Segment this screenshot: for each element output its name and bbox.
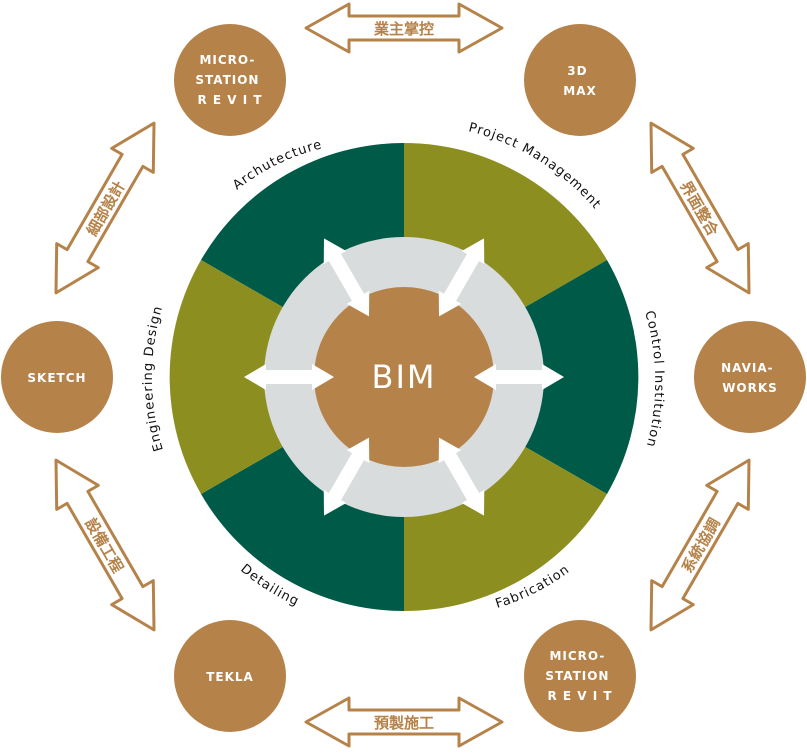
tool-left-line-1: SKETCH [27, 371, 86, 385]
arrow-upper-right [438, 238, 485, 317]
tool-node-bottom: TEKLA [174, 620, 286, 732]
svg-text:NAVIA- WORKS: NAVIA- WORKS [721, 361, 779, 395]
center-label: BIM [372, 358, 437, 396]
arrow-lower-left [323, 437, 370, 516]
svg-text:MICRO- STATION: MICRO- STATION R E V I T [195, 53, 264, 107]
connector-bottom [304, 696, 504, 748]
tool-top-left-line-1: MICRO- [199, 53, 255, 67]
svg-text:SKETCH: SKETCH [27, 371, 86, 385]
connector-top [304, 2, 504, 54]
center-circle [314, 287, 494, 467]
tool-bottom-right-line-2: STATION [545, 669, 609, 683]
inner-arrows [244, 238, 564, 516]
tool-node-right: NAVIA- WORKS [694, 321, 806, 433]
tool-nodes: MICRO- STATION R E V I T 3D MAX NAVIA- W… [1, 24, 806, 732]
connector-lower-left [54, 458, 156, 632]
connector-lower-right [649, 458, 751, 632]
connector-bottom-label: 預製施工 [374, 714, 434, 732]
svg-text:3D MAX: 3D MAX [563, 64, 596, 98]
tool-node-bottom-right: MICRO- STATION R E V I T [524, 620, 636, 732]
tool-right-line-1: NAVIA- [721, 361, 774, 375]
tool-bottom-line-1: TEKLA [206, 670, 254, 684]
arrow-lower-right [438, 437, 485, 516]
connectors [54, 2, 751, 748]
connector-top-label: 業主掌控 [373, 20, 434, 38]
arrow-right [474, 364, 564, 390]
tool-top-left-line-2: STATION [195, 73, 259, 87]
tool-node-top-left: MICRO- STATION R E V I T [174, 24, 286, 136]
tool-right-line-2: WORKS [722, 381, 778, 395]
tool-top-right-line-2: MAX [563, 84, 596, 98]
arrow-upper-left [323, 238, 370, 317]
svg-text:MICRO- STATION: MICRO- STATION R E V I T [545, 649, 614, 703]
connector-upper-right [649, 121, 751, 295]
connector-upper-left [54, 121, 156, 295]
tool-bottom-right-line-1: MICRO- [549, 649, 605, 663]
tool-top-left-line-3: R E V I T [197, 93, 262, 107]
svg-text:TEKLA: TEKLA [206, 670, 254, 684]
arrow-left [244, 364, 334, 390]
label-engineering-design: Engineering Design [141, 304, 167, 453]
tool-node-top-right: 3D MAX [524, 24, 636, 136]
tool-bottom-right-line-3: R E V I T [547, 689, 612, 703]
tool-top-right-line-1: 3D [567, 64, 587, 78]
label-control-institution: Control Institution [641, 309, 666, 449]
tool-node-left: SKETCH [1, 321, 113, 433]
